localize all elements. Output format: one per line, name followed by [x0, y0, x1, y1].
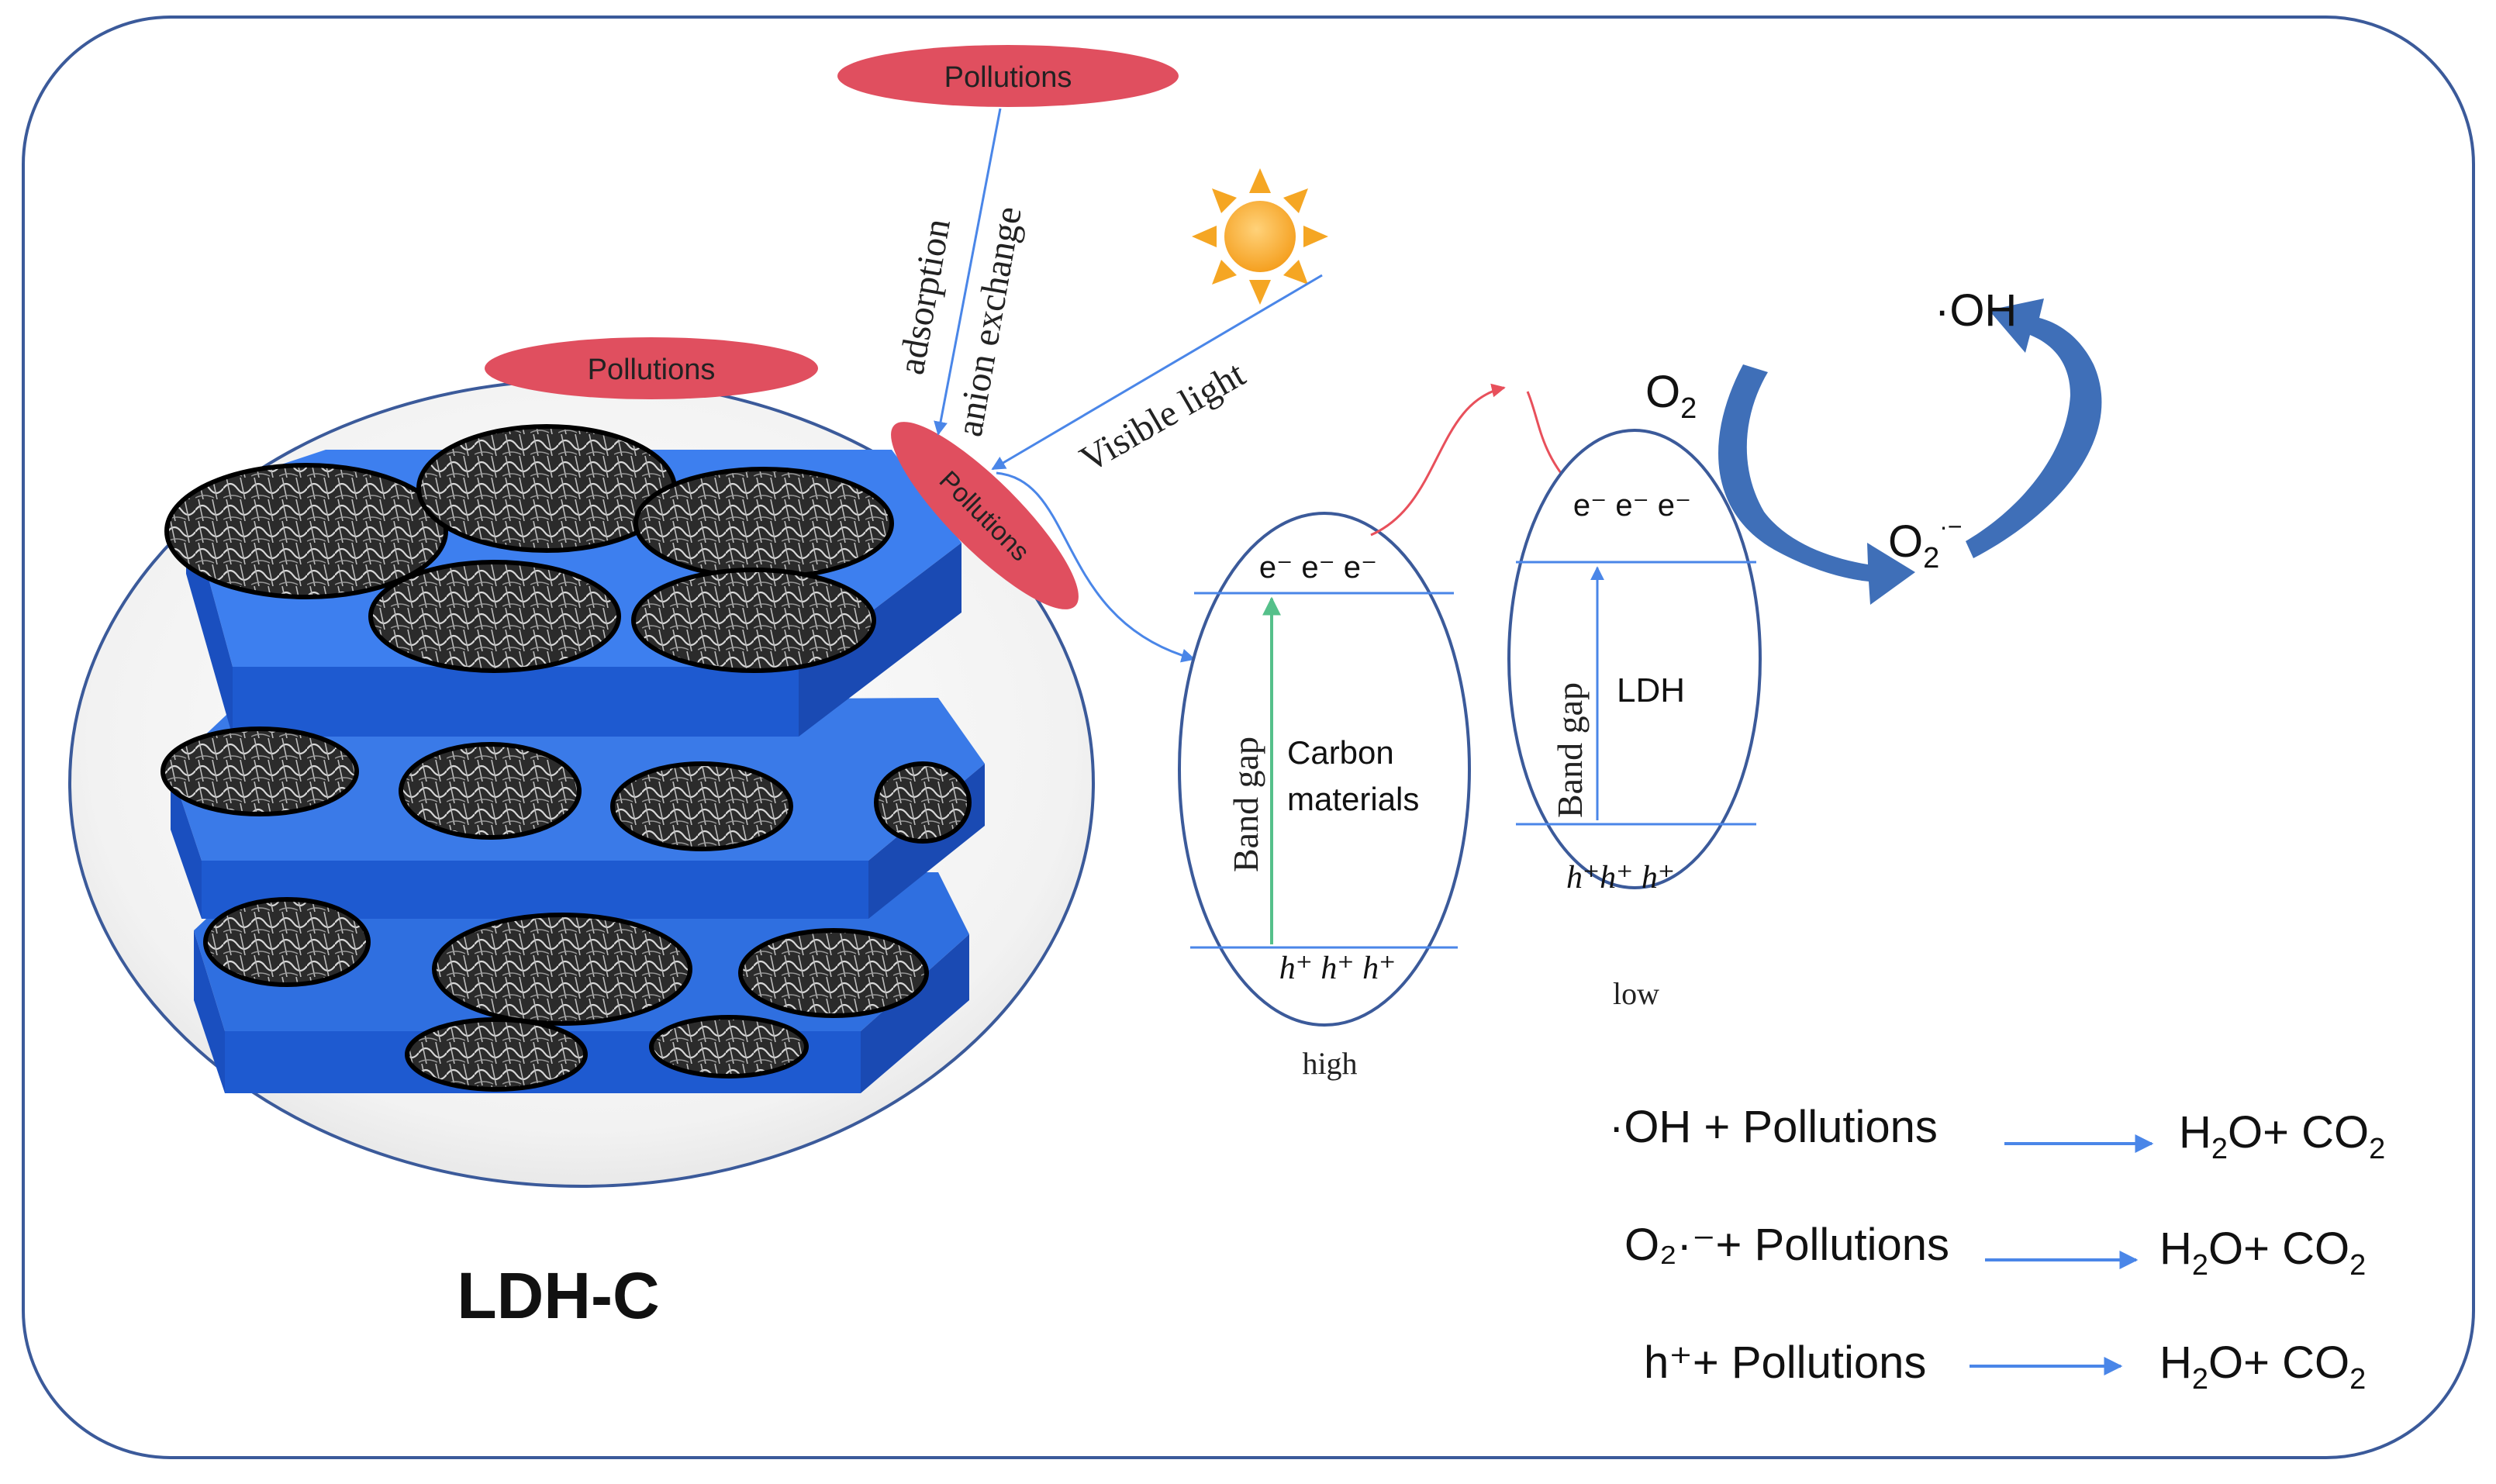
- superoxide-subscript: 2: [1923, 542, 1939, 575]
- pollution-top: Pollutions: [837, 45, 1179, 107]
- carbon-flakes: [161, 424, 972, 1092]
- reaction-hole: h⁺+ Pollutions H2O+ CO2: [1644, 1337, 2366, 1396]
- reaction-hole-reactant: h⁺+ Pollutions: [1644, 1337, 1926, 1388]
- ldh-c-particle: [68, 378, 1095, 1188]
- redox-cycle: ·OH O2 O2·−: [1645, 285, 2102, 605]
- ldh-band-gap-label: Band gap: [1550, 682, 1590, 818]
- transfer-curve-arrow: [996, 471, 1196, 663]
- carbon-flake: [161, 726, 359, 816]
- carbon-flake: [368, 560, 621, 673]
- superoxide-label: O2·−: [1888, 512, 1963, 575]
- carbon-flake: [633, 467, 894, 580]
- reaction-superoxide-reactant: O₂·⁻+ Pollutions: [1624, 1220, 1949, 1270]
- superoxide-symbol: O: [1888, 516, 1923, 567]
- ldh-band-ellipse: [1507, 429, 1762, 889]
- carbon-flake: [649, 1015, 809, 1078]
- pollution-left: Pollutions: [485, 337, 818, 399]
- reaction-list: ·OH + Pollutions H2O+ CO2 O₂·⁻+ Pollutio…: [1609, 1102, 2385, 1396]
- carbon-name-line2: materials: [1287, 781, 1419, 817]
- carbon-flake: [399, 742, 582, 840]
- adsorption-arrow: [934, 108, 1002, 436]
- carbon-flake: [738, 928, 929, 1018]
- carbon-flake: [631, 568, 876, 673]
- ldh-c-title: LDH-C: [457, 1259, 659, 1332]
- carbon-flake: [874, 761, 972, 844]
- reaction-oh-reactant: ·OH + Pollutions: [1609, 1102, 1938, 1152]
- carbon-level-label: high: [1302, 1046, 1357, 1081]
- carbon-band-ellipse: [1178, 512, 1471, 1027]
- carbon-flake: [203, 897, 371, 987]
- carbon-flake: [610, 761, 793, 851]
- o2-reduction-arrow: [1718, 364, 1915, 605]
- carbon-flake: [405, 1017, 588, 1092]
- pollution-left-label: Pollutions: [588, 354, 716, 386]
- ldh-holes: h⁺h⁺ h⁺: [1566, 860, 1675, 896]
- superoxide-superscript: ·−: [1939, 512, 1962, 540]
- oh-formation-arrow: [1966, 299, 2102, 558]
- o2-label: O2: [1645, 367, 1697, 425]
- pollution-top-label: Pollutions: [944, 61, 1072, 94]
- o2-subscript: 2: [1680, 392, 1697, 425]
- o2-symbol: O: [1645, 367, 1680, 417]
- reaction-oh-product: H2O+ CO2: [2179, 1107, 2385, 1165]
- reaction-superoxide: O₂·⁻+ Pollutions H2O+ CO2: [1624, 1220, 2366, 1282]
- carbon-holes: h⁺ h⁺ h⁺: [1279, 951, 1396, 986]
- reaction-superoxide-product: H2O+ CO2: [2159, 1223, 2366, 1282]
- visible-light-arrow: [991, 274, 1323, 471]
- carbon-band-gap-label: Band gap: [1226, 737, 1265, 872]
- sun-icon: [1192, 168, 1328, 305]
- ldh-level-label: low: [1613, 976, 1659, 1011]
- ldh-electrons: e⁻ e⁻ e⁻: [1573, 488, 1691, 523]
- electron-transfer-arrow-1: [1370, 383, 1506, 537]
- ldh-name-label: LDH: [1617, 671, 1685, 709]
- carbon-electrons: e⁻ e⁻ e⁻: [1259, 550, 1377, 585]
- ldh-band-diagram: e⁻ e⁻ e⁻ h⁺h⁺ h⁺ Band gap LDH low: [1507, 429, 1762, 1011]
- carbon-name-line1: Carbon: [1287, 734, 1394, 771]
- carbon-band-diagram: e⁻ e⁻ e⁻ h⁺ h⁺ h⁺ Band gap Carbon materi…: [1178, 512, 1471, 1081]
- reaction-hole-product: H2O+ CO2: [2159, 1337, 2366, 1396]
- carbon-flake: [432, 913, 692, 1026]
- carbon-flake: [164, 463, 448, 599]
- reaction-oh: ·OH + Pollutions H2O+ CO2: [1609, 1102, 2385, 1165]
- oh-radical-label: ·OH: [1935, 285, 2017, 336]
